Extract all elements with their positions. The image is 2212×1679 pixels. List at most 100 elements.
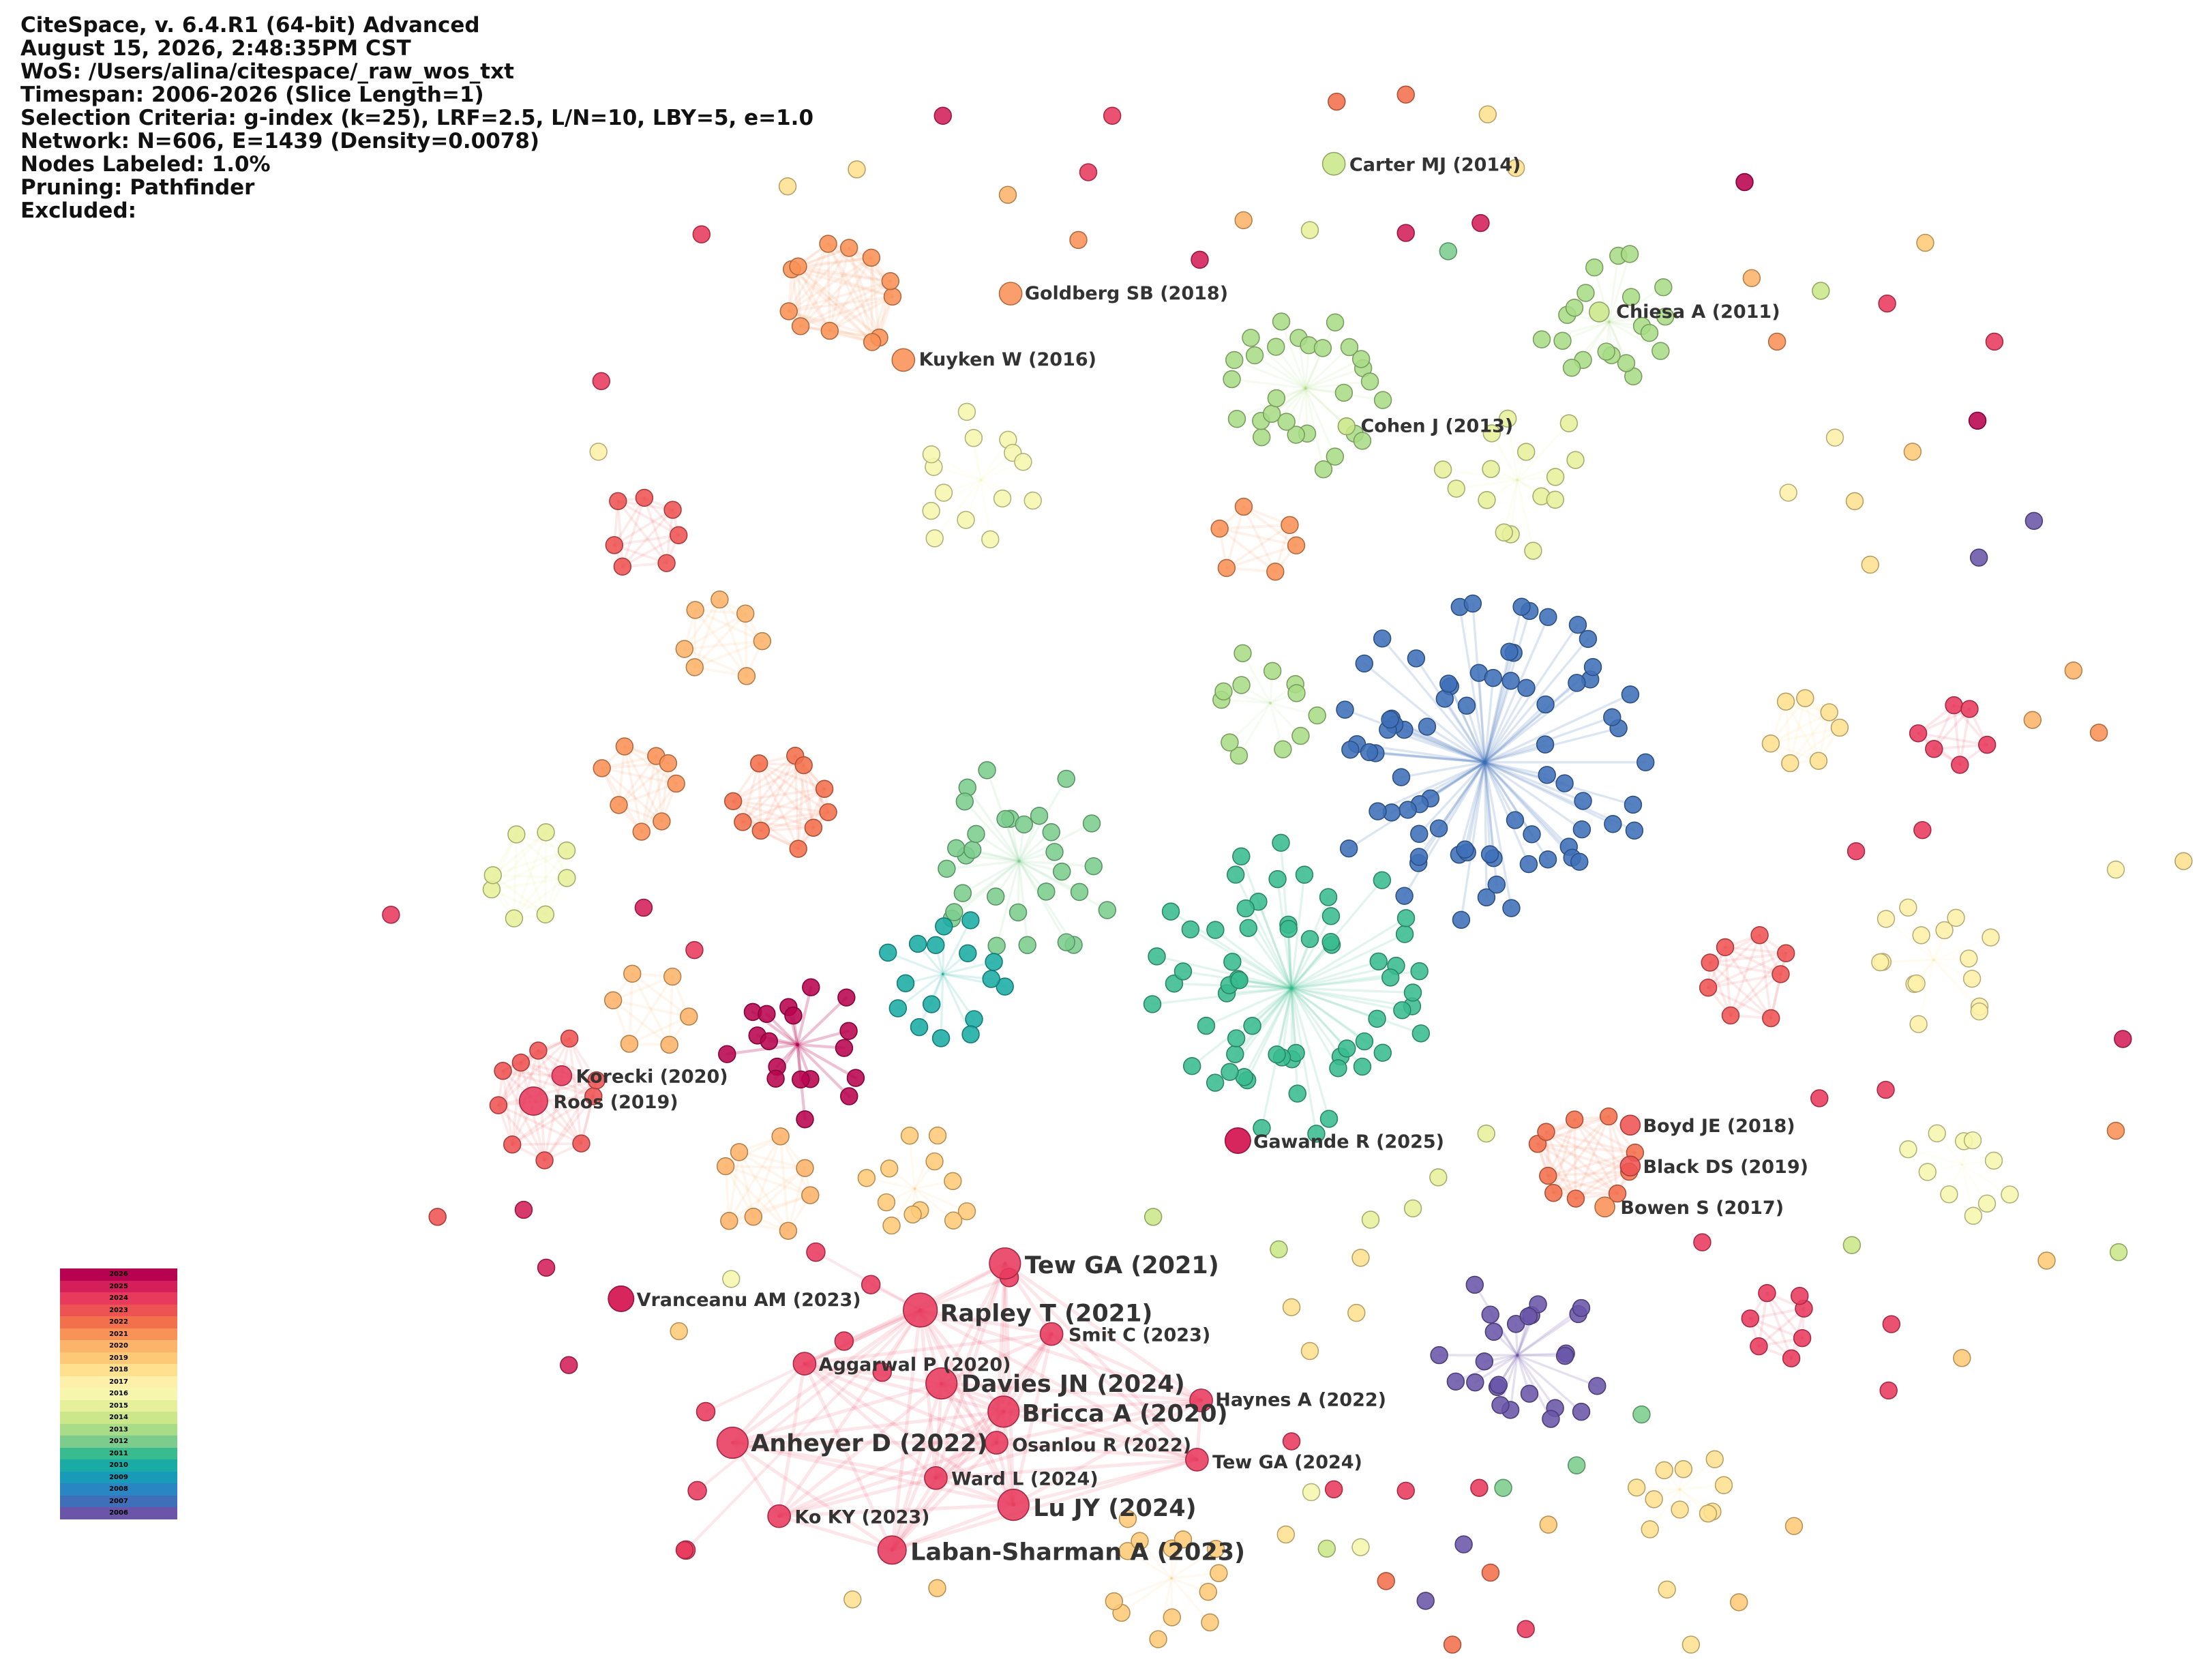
network-node[interactable] <box>1714 1476 1733 1494</box>
network-node[interactable] <box>846 1069 865 1087</box>
network-node[interactable] <box>922 501 940 520</box>
network-node[interactable] <box>1341 741 1360 759</box>
network-node[interactable] <box>1070 882 1089 902</box>
network-node[interactable] <box>944 1172 962 1191</box>
network-node[interactable] <box>1478 105 1497 123</box>
network-node[interactable] <box>987 936 1006 955</box>
network-node[interactable] <box>1433 460 1452 479</box>
network-node[interactable] <box>1326 447 1345 466</box>
network-node[interactable] <box>1762 1009 1780 1028</box>
network-node[interactable] <box>1538 850 1557 869</box>
network-node[interactable] <box>1163 1608 1182 1626</box>
network-node[interactable] <box>1536 735 1555 754</box>
network-node[interactable] <box>1396 909 1416 927</box>
network-node[interactable] <box>1620 245 1639 263</box>
network-node[interactable] <box>1418 717 1437 736</box>
network-node[interactable] <box>1373 391 1392 409</box>
network-node[interactable] <box>806 1242 826 1262</box>
network-node[interactable] <box>663 501 682 519</box>
network-node[interactable] <box>2037 1251 2056 1270</box>
network-node[interactable] <box>1882 1315 1901 1333</box>
network-node[interactable] <box>685 658 704 677</box>
network-node[interactable] <box>1393 1001 1411 1020</box>
network-node[interactable] <box>766 1069 785 1088</box>
network-node[interactable] <box>1210 1564 1228 1582</box>
network-node[interactable] <box>1516 443 1536 461</box>
network-node[interactable] <box>696 1401 716 1422</box>
network-node[interactable] <box>1767 332 1787 351</box>
network-node[interactable] <box>996 809 1015 829</box>
network-node[interactable] <box>1447 479 1465 498</box>
network-node[interactable] <box>1181 920 1200 939</box>
network-node[interactable] <box>559 1356 578 1374</box>
network-node[interactable] <box>947 839 966 857</box>
network-node[interactable] <box>2114 1030 2132 1048</box>
network-node[interactable] <box>1057 769 1075 788</box>
network-node[interactable] <box>1328 92 1346 111</box>
network-node[interactable] <box>903 1205 922 1224</box>
network-node[interactable] <box>1539 608 1557 627</box>
network-node[interactable] <box>723 792 743 811</box>
network-node[interactable] <box>760 1032 779 1051</box>
network-node[interactable] <box>1443 1635 1462 1654</box>
network-node[interactable] <box>1329 1059 1347 1078</box>
network-node[interactable] <box>1953 1349 1971 1367</box>
network-node[interactable] <box>730 1143 749 1161</box>
network-node[interactable] <box>1470 1479 1489 1498</box>
network-node[interactable] <box>1084 857 1103 876</box>
network-node[interactable] <box>938 859 956 878</box>
network-node[interactable] <box>1583 657 1602 677</box>
network-node[interactable] <box>1369 952 1388 971</box>
network-node[interactable] <box>1907 974 1926 993</box>
network-node[interactable] <box>1810 1089 1829 1108</box>
network-node[interactable] <box>603 991 623 1009</box>
network-node[interactable] <box>1037 882 1056 901</box>
network-node[interactable] <box>1487 875 1506 894</box>
network-node[interactable] <box>1899 898 1917 917</box>
network-node[interactable] <box>1588 1377 1606 1395</box>
network-node[interactable] <box>1165 975 1184 993</box>
network-node[interactable] <box>1519 1307 1538 1326</box>
network-node[interactable] <box>989 1247 1021 1280</box>
network-node[interactable] <box>1053 862 1071 881</box>
network-node[interactable] <box>1338 1039 1356 1058</box>
network-node[interactable] <box>1878 294 1896 313</box>
network-node[interactable] <box>1454 1535 1473 1554</box>
network-node[interactable] <box>1565 1110 1584 1129</box>
network-node[interactable] <box>557 841 576 860</box>
network-node[interactable] <box>1234 211 1253 230</box>
network-node[interactable] <box>1909 1015 1928 1033</box>
network-node[interactable] <box>1287 426 1305 444</box>
network-node[interactable] <box>908 934 927 953</box>
network-node[interactable] <box>1761 734 1780 753</box>
network-node[interactable] <box>1360 743 1379 762</box>
network-node[interactable] <box>1480 845 1499 863</box>
network-node[interactable] <box>928 1579 946 1597</box>
network-node[interactable] <box>1351 1249 1370 1267</box>
network-node[interactable] <box>1970 1002 1988 1021</box>
network-node[interactable] <box>1579 629 1598 649</box>
network-node[interactable] <box>819 235 837 253</box>
network-node[interactable] <box>778 177 797 196</box>
network-node[interactable] <box>1242 329 1260 347</box>
network-node[interactable] <box>981 530 1000 549</box>
network-node[interactable] <box>1018 936 1036 954</box>
network-node[interactable] <box>1546 490 1564 509</box>
network-node[interactable] <box>1877 910 1896 928</box>
network-node[interactable] <box>963 840 982 859</box>
network-node[interactable] <box>1229 746 1249 765</box>
network-node[interactable] <box>1098 901 1117 919</box>
network-node[interactable] <box>910 1017 929 1037</box>
network-node[interactable] <box>804 818 823 837</box>
network-node[interactable] <box>820 321 839 340</box>
network-node[interactable] <box>1182 1056 1201 1075</box>
network-node[interactable] <box>837 988 856 1007</box>
network-node[interactable] <box>737 667 756 685</box>
network-node[interactable] <box>1223 370 1241 389</box>
network-node[interactable] <box>1619 1114 1641 1136</box>
network-node[interactable] <box>1520 1384 1539 1403</box>
network-node[interactable] <box>880 1159 899 1178</box>
network-node[interactable] <box>879 943 897 962</box>
network-node[interactable] <box>1985 332 2004 351</box>
network-node[interactable] <box>1947 908 1965 927</box>
